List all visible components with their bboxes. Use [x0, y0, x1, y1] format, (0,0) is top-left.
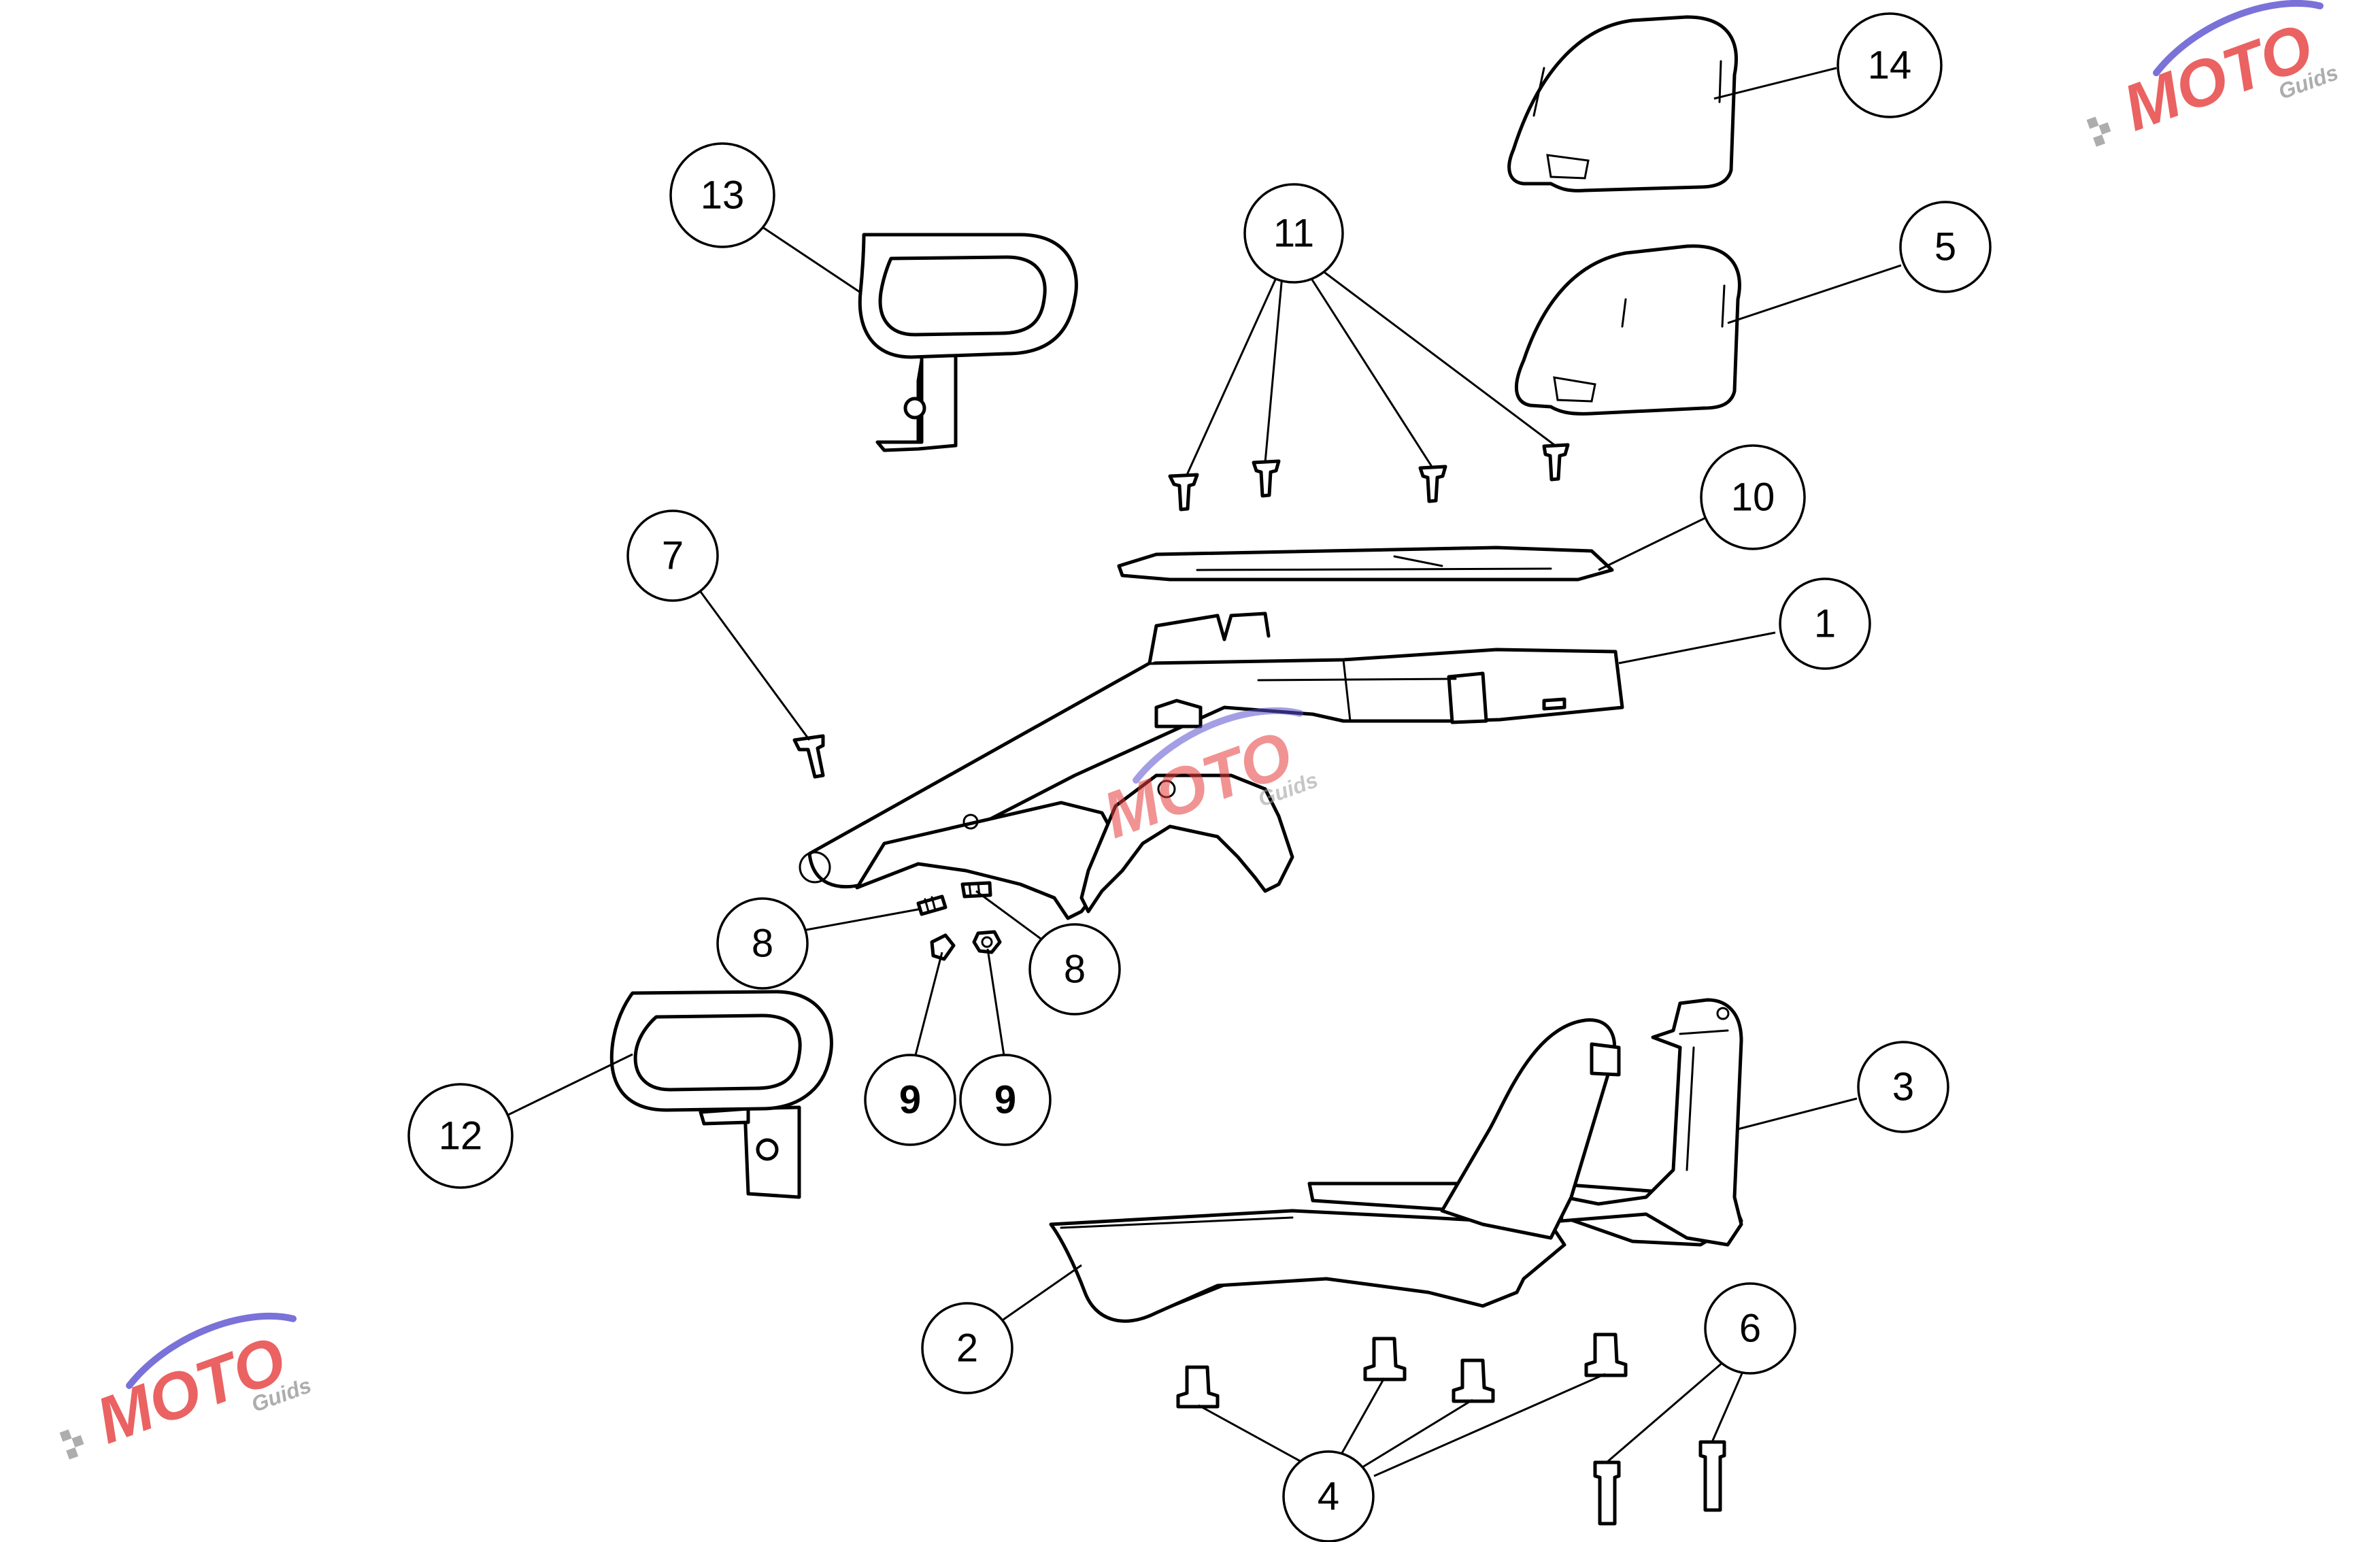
watermark-logo-top-right: MOTO Guids: [2086, 0, 2341, 147]
callout-7: 7: [626, 509, 719, 602]
part-5-cover: [1514, 244, 1741, 416]
swoosh-icon: [126, 1313, 297, 1390]
callout-3: 3: [1857, 1041, 1949, 1133]
callout-1: 1: [1779, 577, 1871, 670]
part-10-plate: [1117, 546, 1614, 582]
svg-text:4: 4: [1318, 1475, 1339, 1519]
part-2-seat-base: [1049, 1018, 1621, 1323]
part-1-frame: [799, 611, 1624, 920]
part-11-screws: [1168, 443, 1570, 512]
leader-lines: [506, 67, 1902, 1477]
callout-9-left: 9: [864, 1054, 956, 1146]
part-6-bolts: [1593, 1440, 1726, 1526]
watermark-logo-bottom-left: MOTO Guids: [59, 1313, 314, 1460]
svg-text:14: 14: [1868, 44, 1912, 88]
svg-text:9: 9: [899, 1078, 921, 1122]
svg-text:1: 1: [1814, 602, 1836, 646]
callout-8-left: 8: [716, 897, 809, 990]
part-13-grip: [858, 233, 1078, 452]
callout-14: 14: [1837, 12, 1943, 118]
svg-text:6: 6: [1739, 1307, 1761, 1351]
svg-text:8: 8: [1064, 948, 1086, 992]
callout-11: 11: [1243, 183, 1344, 284]
callout-12: 12: [407, 1083, 514, 1189]
callout-4: 4: [1282, 1450, 1375, 1542]
part-14-cover: [1507, 15, 1738, 192]
part-9-nuts: [930, 930, 1002, 961]
callout-9-right: 9: [959, 1054, 1052, 1146]
svg-text:13: 13: [701, 173, 745, 218]
svg-text:5: 5: [1934, 225, 1956, 269]
part-7-bolt: [792, 734, 825, 779]
callout-5: 5: [1899, 201, 1992, 293]
svg-text:10: 10: [1731, 475, 1775, 520]
swoosh-icon: [1133, 707, 1303, 784]
callout-6: 6: [1704, 1282, 1796, 1375]
part-12-grip: [609, 990, 833, 1199]
part-8-springs: [916, 881, 992, 916]
callout-13: 13: [669, 142, 775, 248]
svg-text:3: 3: [1892, 1065, 1914, 1109]
part-4-bolts: [1176, 1333, 1628, 1409]
callout-8-right: 8: [1028, 923, 1121, 1016]
svg-text:7: 7: [662, 534, 684, 578]
svg-text:8: 8: [752, 922, 773, 966]
swoosh-icon: [2153, 0, 2324, 77]
svg-text:12: 12: [439, 1114, 483, 1158]
callout-10: 10: [1700, 444, 1806, 550]
svg-text:9: 9: [994, 1078, 1016, 1122]
svg-text:2: 2: [956, 1326, 978, 1371]
svg-text:11: 11: [1273, 212, 1314, 256]
callout-2: 2: [921, 1302, 1013, 1394]
